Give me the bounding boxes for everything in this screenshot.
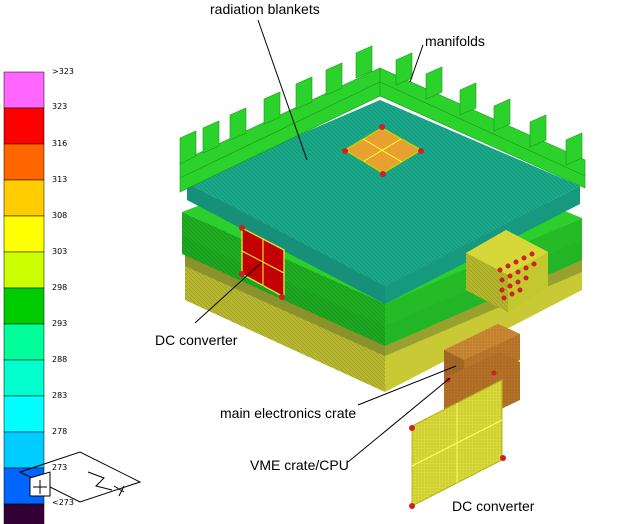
colorbar-swatch [3, 143, 45, 181]
connector-box [466, 230, 548, 312]
colorbar-tick-label: 298 [52, 283, 67, 292]
label-dc-converter-left: DC converter [155, 332, 238, 348]
colorbar-swatch [3, 71, 45, 109]
colorbar-swatch [3, 287, 45, 325]
colorbar-tick-label: 288 [52, 355, 67, 364]
colorbar-tick-label: 278 [52, 427, 67, 436]
colorbar-swatch [3, 323, 45, 361]
dc-converter-left-panel [239, 225, 285, 300]
label-vme-crate-cpu: VME crate/CPU [250, 457, 349, 473]
colorbar-swatch [3, 359, 45, 397]
colorbar-tick-label: 313 [52, 175, 67, 184]
colorbar-tick-label: 303 [52, 247, 67, 256]
colorbar-swatch [3, 395, 45, 433]
label-dc-converter-bottom: DC converter [452, 498, 535, 514]
connector-pins [497, 251, 537, 301]
leader-lines [194, 19, 457, 463]
colorbar-tick-label: 283 [52, 391, 67, 400]
temperature-colorbar [3, 71, 45, 524]
colorbar-tick-label: 273 [52, 463, 67, 472]
colorbar-swatch [3, 179, 45, 217]
colorbar-tick-label: >323 [52, 67, 74, 76]
label-manifolds: manifolds [425, 33, 485, 49]
colorbar-tick-label: 308 [52, 211, 67, 220]
top-sensor-plate [342, 124, 424, 177]
orientation-triad-icon [18, 451, 142, 503]
colorbar-tick-label: 316 [52, 139, 67, 148]
colorbar-tick-label: 323 [52, 102, 67, 111]
colorbar-tick-label: 293 [52, 319, 67, 328]
colorbar-swatch [3, 215, 45, 253]
label-radiation-blankets: radiation blankets [210, 1, 320, 17]
colorbar-ticks: >323 323 316 313 308 303 298 293 288 283… [52, 67, 74, 507]
spacecraft-electronics-assembly [179, 45, 586, 509]
colorbar-swatch [3, 431, 45, 469]
vme-crate-cpu-panel [409, 379, 506, 509]
colorbar-swatch [3, 503, 45, 524]
colorbar-swatch [3, 107, 45, 145]
label-main-electronics-crate: main electronics crate [220, 405, 356, 421]
colorbar-swatch [3, 251, 45, 289]
colorbar-tick-label: <273 [52, 498, 74, 507]
manifold-tabs [179, 45, 583, 166]
radiation-blanket-top [187, 100, 580, 304]
